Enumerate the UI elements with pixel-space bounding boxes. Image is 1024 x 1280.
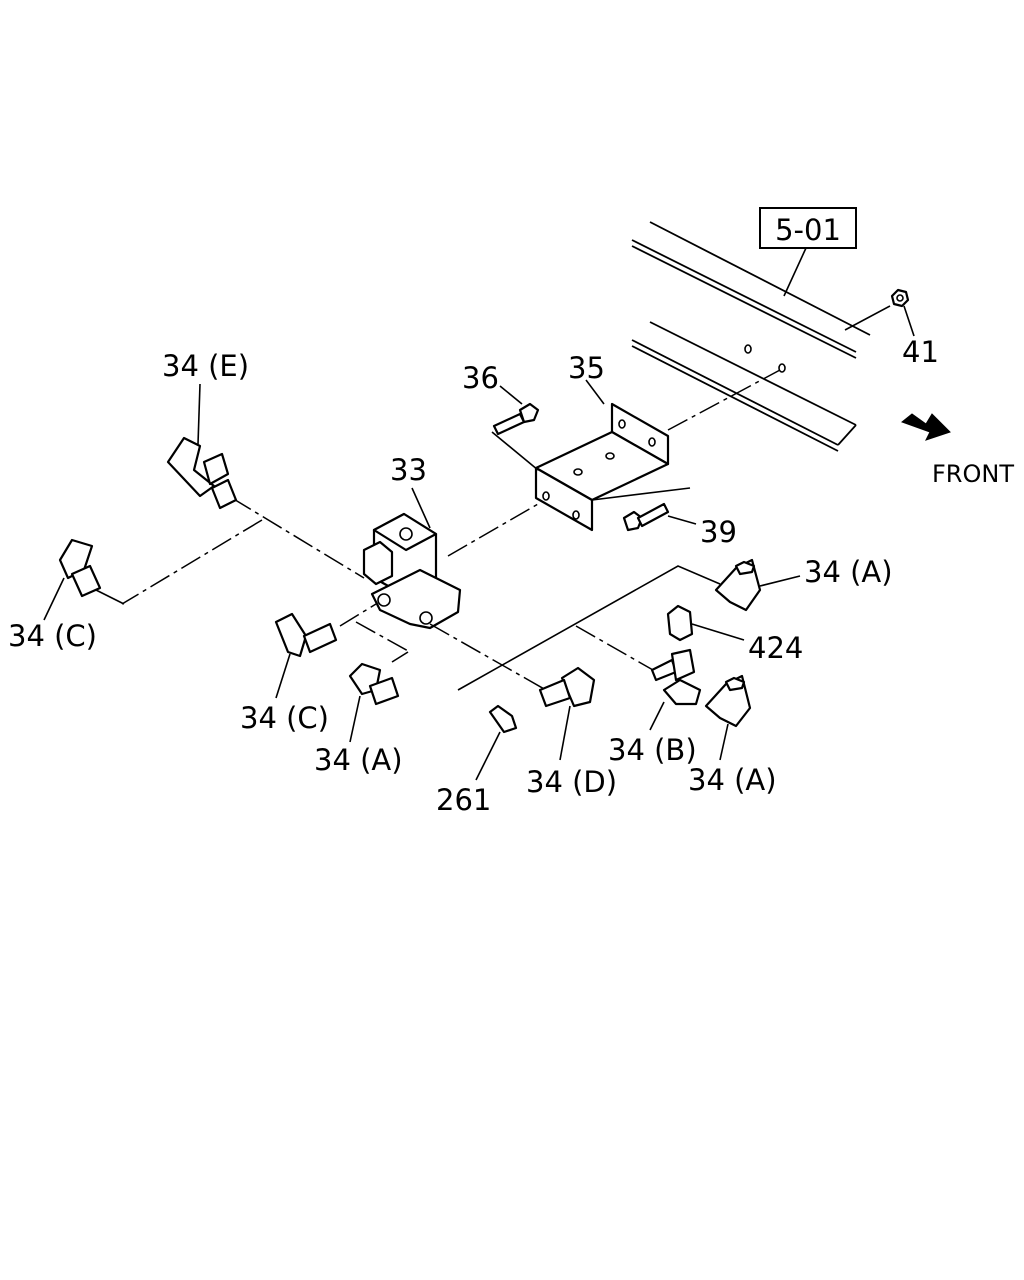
callout-34a-mid[interactable]: 34 (A) bbox=[314, 743, 403, 777]
fitting-34c-mid bbox=[274, 612, 338, 658]
callout-35[interactable]: 35 bbox=[568, 351, 605, 385]
fitting-34e bbox=[166, 436, 238, 510]
bolt-39 bbox=[622, 502, 670, 532]
bracket-35 bbox=[534, 402, 670, 532]
callout-34b[interactable]: 34 (B) bbox=[608, 733, 697, 767]
callout-33[interactable]: 33 bbox=[390, 453, 427, 487]
callout-34e[interactable]: 34 (E) bbox=[162, 349, 249, 383]
callout-34a-bottom[interactable]: 34 (A) bbox=[688, 763, 777, 797]
callout-34d[interactable]: 34 (D) bbox=[526, 765, 617, 799]
fitting-34c-left bbox=[58, 538, 102, 598]
fitting-34a-top bbox=[714, 558, 762, 612]
front-arrow-icon bbox=[900, 413, 951, 441]
nut-41 bbox=[890, 288, 910, 308]
valve-33 bbox=[362, 512, 462, 630]
callout-34a-top[interactable]: 34 (A) bbox=[804, 555, 893, 589]
front-label: FRONT bbox=[932, 460, 1014, 488]
callout-34c-left[interactable]: 34 (C) bbox=[8, 619, 97, 653]
reference-box[interactable]: 5-01 bbox=[759, 207, 857, 249]
fitting-34b bbox=[650, 648, 702, 706]
adapter-424 bbox=[666, 604, 694, 642]
callout-39[interactable]: 39 bbox=[700, 515, 737, 549]
callout-36[interactable]: 36 bbox=[462, 361, 499, 395]
fitting-34a-bottom bbox=[704, 674, 752, 728]
fitting-34d bbox=[538, 666, 596, 708]
callout-41[interactable]: 41 bbox=[902, 335, 939, 369]
fitting-34a-mid bbox=[348, 662, 400, 706]
plug-261 bbox=[488, 704, 518, 734]
bolt-36 bbox=[492, 402, 540, 436]
callout-424[interactable]: 424 bbox=[748, 631, 803, 665]
callout-34c-mid[interactable]: 34 (C) bbox=[240, 701, 329, 735]
callout-261[interactable]: 261 bbox=[436, 783, 491, 817]
frame-rail bbox=[631, 221, 871, 452]
reference-label: 5-01 bbox=[775, 213, 841, 247]
